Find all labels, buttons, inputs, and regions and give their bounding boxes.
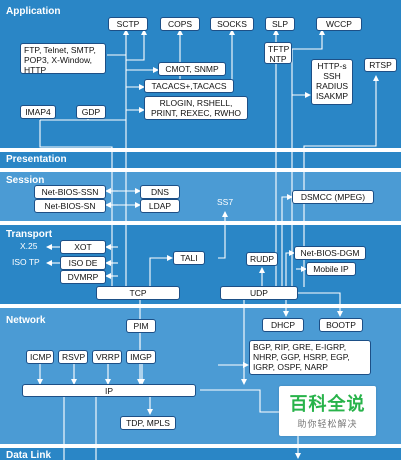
- application-services-line-2: POP3, X-Window,: [24, 55, 93, 65]
- layer-divider: [0, 148, 401, 152]
- radius-label: RADIUS: [315, 81, 349, 91]
- tftp-label: TFTP: [268, 44, 290, 54]
- netbios-sn-node: Net-BIOS-SN: [34, 199, 106, 213]
- dns-node: DNS: [140, 185, 180, 199]
- udp-to-rtsp-line: [303, 75, 379, 287]
- pim-node: PIM: [126, 319, 156, 333]
- isakmp-label: ISAKMP: [315, 91, 349, 101]
- layer-divider: [0, 221, 401, 225]
- sctp-node: SCTP: [108, 17, 148, 31]
- remote-services-node: RLOGIN, RSHELL, PRINT, REXEC, RWHO: [144, 96, 248, 120]
- vrrp-node: VRRP: [92, 350, 122, 364]
- rtsp-node: RTSP: [364, 58, 397, 72]
- application-services-line-3: HTTP: [24, 65, 47, 75]
- rudp-node: RUDP: [246, 252, 278, 266]
- rsvp-node: RSVP: [58, 350, 88, 364]
- cops-node: COPS: [160, 17, 200, 31]
- icmp-node: ICMP: [26, 350, 54, 364]
- tcp-long-bus: [39, 120, 113, 287]
- udp-to-netbios-dgm-line: [285, 250, 295, 287]
- routing-protocols-line-3: IGRP, OSPF, NARP: [253, 362, 328, 372]
- netbios-dgm-node: Net-BIOS-DGM: [294, 246, 366, 260]
- routing-protocols-line-1: BGP, RIP, GRE, E-IGRP,: [253, 342, 347, 352]
- tdp-mpls-node: TDP, MPLS: [120, 416, 176, 430]
- transport-layer-title: Transport: [6, 229, 53, 240]
- routing-protocols-line-2: NHRP, GGP, HSRP, EGP,: [253, 352, 350, 362]
- presentation-layer-title: Presentation: [6, 154, 67, 165]
- bootp-node: BOOTP: [319, 318, 363, 332]
- wccp-node: WCCP: [316, 17, 362, 31]
- remote-services-line-2: PRINT, REXEC, RWHO: [150, 108, 242, 118]
- data-link-layer-title: Data Link: [6, 450, 52, 460]
- gdp-node: GDP: [76, 105, 106, 119]
- ip-node: IP: [22, 384, 196, 397]
- watermark-badge: 百科全说 助你轻松解决: [279, 386, 376, 436]
- imgp-node: IMGP: [126, 350, 156, 364]
- cmot-snmp-node: CMOT, SNMP: [158, 62, 226, 76]
- layer-divider: [0, 304, 401, 308]
- iso-de-node: ISO DE: [60, 256, 106, 270]
- netbios-ssn-node: Net-BIOS-SSN: [34, 185, 106, 199]
- udp-to-dsmcc-line: [281, 194, 293, 287]
- routing-protocols-node: BGP, RIP, GRE, E-IGRP, NHRP, GGP, HSRP, …: [249, 340, 371, 375]
- tcp-to-tali-line: [149, 255, 173, 287]
- application-services-node: FTP, Telnet, SMTP, POP3, X-Window, HTTP: [20, 43, 106, 75]
- mobile-ip-node: Mobile IP: [306, 262, 356, 276]
- tcp-branch-application: [126, 29, 147, 61]
- tftp-ntp-node: TFTP NTP: [264, 42, 292, 64]
- network-layer-title: Network: [6, 315, 46, 326]
- udp-node: UDP: [220, 286, 298, 300]
- tali-node: TALI: [173, 251, 205, 265]
- dvmrp-node: DVMRP: [60, 270, 106, 284]
- ldap-node: LDAP: [140, 199, 180, 213]
- dsmcc-node: DSMCC (MPEG): [292, 190, 374, 204]
- ss7-label: SS7: [217, 197, 234, 207]
- presentation-layer-band: Presentation: [0, 152, 401, 168]
- watermark-title: 百科全说: [289, 394, 366, 415]
- tali-to-ss7-line: [218, 211, 228, 259]
- application-layer-title: Application: [6, 6, 61, 17]
- tacacs-node: TACACS+,TACACS: [144, 79, 234, 93]
- ssh-label: SSH: [323, 71, 341, 81]
- slp-node: SLP: [265, 17, 295, 31]
- udp-to-wccp-line: [291, 29, 325, 287]
- remote-services-line-1: RLOGIN, RSHELL,: [159, 98, 233, 108]
- dhcp-node: DHCP: [262, 318, 304, 332]
- watermark-subtitle: 助你轻松解决: [297, 420, 358, 430]
- imap4-node: IMAP4: [20, 105, 56, 119]
- https-ssh-radius-isakmp-node: HTTP-s SSH RADIUS ISAKMP: [311, 59, 353, 105]
- socks-node: SOCKS: [210, 17, 254, 31]
- tcp-node: TCP: [96, 286, 180, 300]
- application-services-line-1: FTP, Telnet, SMTP,: [24, 45, 96, 55]
- ntp-label: NTP: [269, 54, 287, 64]
- x25-label: X.25: [20, 241, 38, 251]
- https-label: HTTP-s: [317, 61, 347, 71]
- layer-divider: [0, 168, 401, 172]
- iso-tp-label: ISO TP: [12, 257, 40, 267]
- session-layer-title: Session: [6, 175, 45, 186]
- layer-divider: [0, 444, 401, 448]
- xot-node: XOT: [60, 240, 106, 254]
